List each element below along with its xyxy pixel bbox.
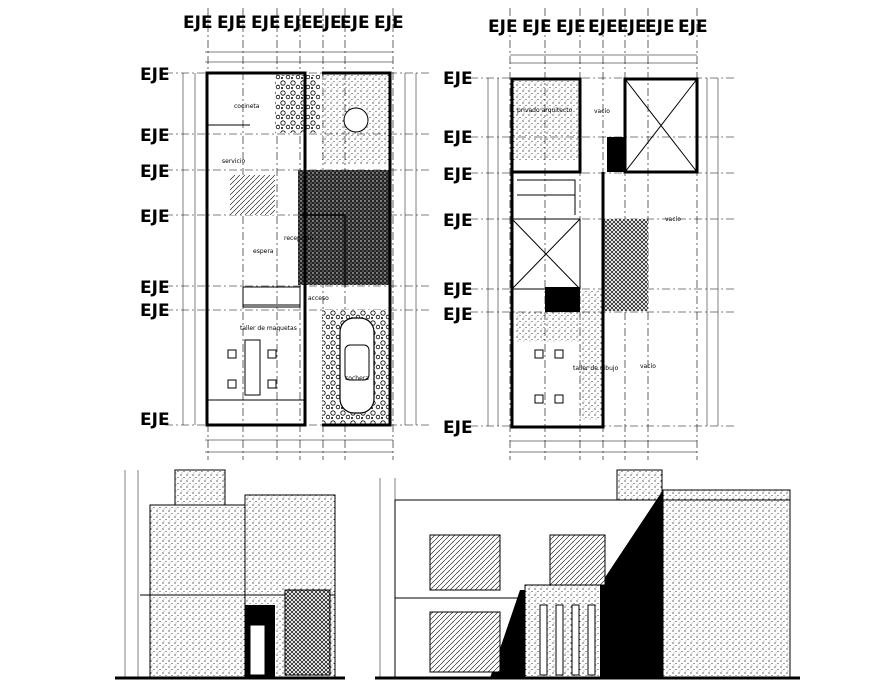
room-label-waiting: espera (253, 248, 274, 255)
car-icon (339, 317, 375, 414)
axis-labels-top: EJE EJE EJE EJE EJE EJE EJE (488, 17, 708, 37)
axis-labels-top: EJE EJE EJE EJE EJE EJE EJE (183, 13, 404, 33)
axis-label: EJE (443, 280, 473, 300)
axis-label: EJE (140, 410, 170, 430)
walls (510, 77, 699, 429)
axis-label: EJE (443, 305, 473, 325)
axis-label: EJE (617, 17, 647, 37)
axis-label: EJE (556, 17, 586, 37)
axis-label: EJE (251, 13, 281, 33)
axis-label: EJE (140, 278, 170, 298)
axis-label: EJE (488, 17, 518, 37)
axis-label: EJE (340, 13, 370, 33)
room-label-void: vacío (594, 108, 610, 115)
axis-labels-left: EJE EJE EJE EJE EJE EJE EJE (140, 65, 170, 430)
axis-label: EJE (443, 418, 473, 438)
axis-label: EJE (312, 13, 342, 33)
desk-chairs (534, 349, 564, 404)
axis-label: EJE (443, 165, 473, 185)
desk-chairs (227, 339, 277, 396)
front-elevation (375, 469, 800, 680)
room-label-reception: recepción (284, 235, 313, 242)
axis-label: EJE (588, 17, 618, 37)
axis-label: EJE (140, 126, 170, 146)
room-label-entrance: acceso (308, 295, 329, 302)
room-label-service: servicio (222, 158, 245, 165)
axis-label: EJE (443, 128, 473, 148)
axis-label: EJE (443, 69, 473, 89)
axis-label: EJE (645, 17, 675, 37)
upper-floor-plan: EJE EJE EJE EJE EJE EJE EJE EJE EJE EJE … (443, 8, 735, 460)
room-label-drawing-workshop: taller de dibujo (573, 365, 619, 372)
axis-label: EJE (217, 13, 247, 33)
axis-label: EJE (374, 13, 404, 33)
room-label-architect-office: privado arquitecto (517, 107, 573, 114)
ground-floor-plan: EJE EJE EJE EJE EJE EJE EJE EJE EJE EJE … (140, 8, 430, 460)
dimension-lines (487, 54, 719, 453)
axis-label: EJE (678, 17, 708, 37)
room-label-void: vacío (640, 363, 656, 370)
dining-table-icon (343, 107, 369, 133)
axis-labels-left: EJE EJE EJE EJE EJE EJE EJE (443, 69, 473, 438)
axis-label: EJE (522, 17, 552, 37)
walls (205, 71, 392, 427)
axis-label: EJE (140, 65, 170, 85)
room-label-garage: cochera (345, 375, 369, 382)
room-label-void: vacío (665, 216, 681, 223)
axis-label: EJE (140, 301, 170, 321)
axis-label: EJE (443, 211, 473, 231)
dimension-lines (182, 51, 417, 453)
room-label-model-workshop: taller de maquetas (240, 325, 297, 332)
axis-label: EJE (283, 13, 313, 33)
axis-label: EJE (140, 207, 170, 227)
side-elevation (115, 469, 345, 680)
axis-label: EJE (140, 162, 170, 182)
room-label-kitchenette: cocineta (234, 103, 260, 110)
axis-label: EJE (183, 13, 213, 33)
